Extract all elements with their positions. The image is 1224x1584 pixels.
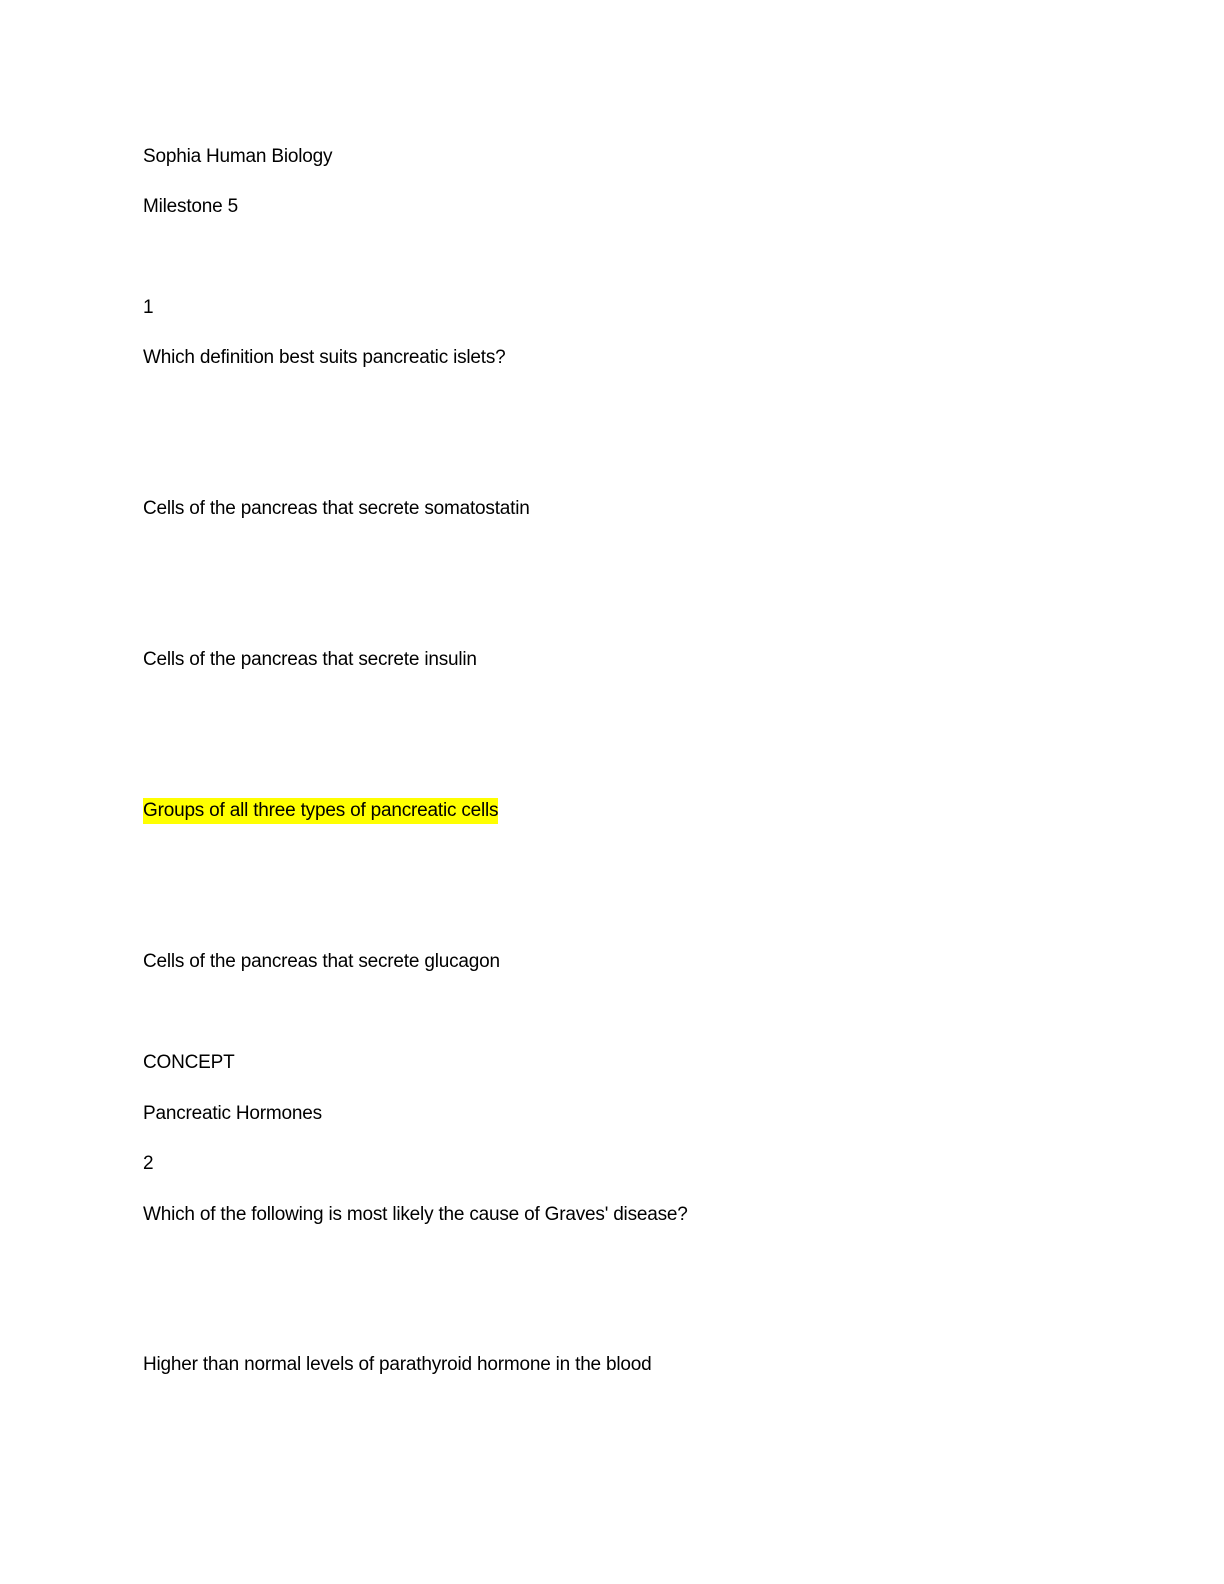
concept-name: Pancreatic Hormones [143,1103,322,1124]
course-title: Sophia Human Biology [143,146,333,167]
concept-label: CONCEPT [143,1052,235,1073]
highlighted-answer: Groups of all three types of pancreatic … [143,798,499,824]
answer-option: Cells of the pancreas that secrete somat… [143,498,530,519]
answer-option: Cells of the pancreas that secrete insul… [143,649,477,670]
question-number: 1 [143,297,154,318]
question-number: 2 [143,1153,154,1174]
answer-option: Higher than normal levels of parathyroid… [143,1354,652,1375]
question-prompt: Which of the following is most likely th… [143,1204,688,1225]
answer-option-correct: Groups of all three types of pancreatic … [143,798,499,824]
question-prompt: Which definition best suits pancreatic i… [143,347,506,368]
milestone-title: Milestone 5 [143,196,238,217]
answer-option: Cells of the pancreas that secrete gluca… [143,951,500,972]
